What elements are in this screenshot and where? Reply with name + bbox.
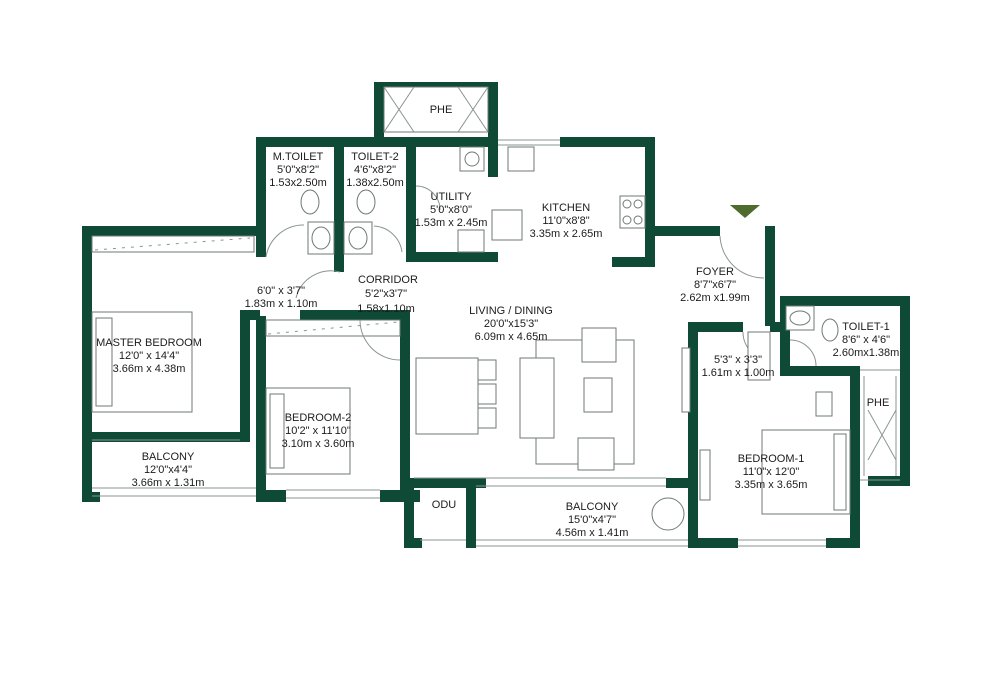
phe-top-label: PHE	[430, 104, 453, 116]
phe-right-shaft	[867, 409, 897, 461]
passage-imperial: 6'0" x 3'7"	[257, 285, 305, 297]
utility-imperial: 5'0"x8'0"	[430, 204, 472, 216]
toilet-2-metric: 1.38x2.50m	[346, 177, 403, 189]
dress-imperial: 5'3" x 3'3"	[714, 354, 762, 366]
entrance-marker	[730, 205, 760, 218]
corridor-imperial: 5'2"x3'7"	[365, 288, 407, 300]
utility-fixtures	[457, 146, 485, 253]
kitchen-name: KITCHEN	[542, 202, 590, 214]
master-bed	[91, 311, 193, 413]
passage-metric: 1.83m x 1.10m	[245, 298, 318, 310]
toilet-1-fixtures	[785, 305, 839, 342]
balcony-chair	[651, 497, 685, 531]
m-toilet-imperial: 5'0"x8'2"	[277, 164, 319, 176]
phe-top-shaft	[383, 86, 489, 133]
bedroom-1-imperial: 11'0"x 12'0"	[743, 466, 800, 478]
dining-set	[415, 357, 497, 435]
bedroom-1-metric: 3.35m x 3.65m	[735, 479, 808, 491]
toilet-1-name: TOILET-1	[842, 321, 889, 333]
walls	[82, 82, 910, 548]
bedroom-2-name: BEDROOM-2	[285, 412, 352, 424]
living-dining-name: LIVING / DINING	[469, 305, 553, 317]
living-set	[519, 327, 691, 471]
kitchen-metric: 3.35m x 2.65m	[530, 228, 603, 240]
toilet-2-fixtures	[343, 189, 376, 255]
balcony-main-name: BALCONY	[566, 501, 619, 513]
utility-metric: 1.53m x 2.45m	[415, 217, 488, 229]
corridor-name: CORRIDOR	[358, 274, 418, 286]
bedroom-2-imperial: 10'2" x 11'10"	[285, 425, 351, 437]
foyer-imperial: 8'7"x6'7"	[694, 279, 736, 291]
balcony-main-imperial: 15'0"x4'7"	[568, 514, 616, 526]
windows	[92, 89, 900, 547]
wardrobe-master	[91, 235, 255, 253]
bedroom-1-fixtures	[699, 391, 851, 515]
living-dining-imperial: 20'0"x15'3"	[484, 318, 538, 330]
kitchen-imperial: 11'0"x8'8"	[542, 215, 589, 227]
dress-metric: 1.61m x 1.00m	[702, 367, 775, 379]
toilet-1-metric: 2.60mx1.38m	[833, 347, 900, 359]
bedroom-1-name: BEDROOM-1	[738, 453, 805, 465]
balcony-main-metric: 4.56m x 1.41m	[556, 527, 629, 539]
m-toilet-name: M.TOILET	[273, 151, 324, 163]
master-bedroom-imperial: 12'0" x 14'4"	[119, 350, 179, 362]
wardrobe-bedroom-2	[265, 319, 401, 337]
balcony-left-name: BALCONY	[142, 451, 195, 463]
bedroom-2-metric: 3.10m x 3.60m	[282, 438, 355, 450]
foyer-name: FOYER	[696, 266, 734, 278]
room-labels: PHE M.TOILET 5'0"x8'2" 1.53x2.50m TOILET…	[96, 104, 899, 539]
m-toilet-metric: 1.53x2.50m	[269, 177, 326, 189]
balcony-left-metric: 3.66m x 1.31m	[132, 477, 205, 489]
master-bedroom-metric: 3.66m x 4.38m	[113, 363, 186, 375]
odu-label: ODU	[432, 499, 457, 511]
toilet-1-imperial: 8'6" x 4'6"	[842, 334, 890, 346]
living-dining-metric: 6.09m x 4.65m	[475, 331, 548, 343]
toilet-2-name: TOILET-2	[351, 151, 398, 163]
dress-area	[747, 331, 771, 381]
bedroom-2-bed	[265, 387, 351, 475]
phe-right-label: PHE	[867, 397, 890, 409]
toilet-2-imperial: 4'6"x8'2"	[354, 164, 396, 176]
kitchen-fixtures	[491, 146, 646, 241]
m-toilet-fixtures	[300, 189, 335, 255]
master-bedroom-name: MASTER BEDROOM	[96, 337, 202, 349]
corridor-metric: 1.58x1.10m	[357, 303, 414, 315]
utility-name: UTILITY	[431, 191, 473, 203]
balcony-left-imperial: 12'0"x4'4"	[144, 464, 192, 476]
foyer-metric: 2.62m x1.99m	[680, 292, 750, 304]
